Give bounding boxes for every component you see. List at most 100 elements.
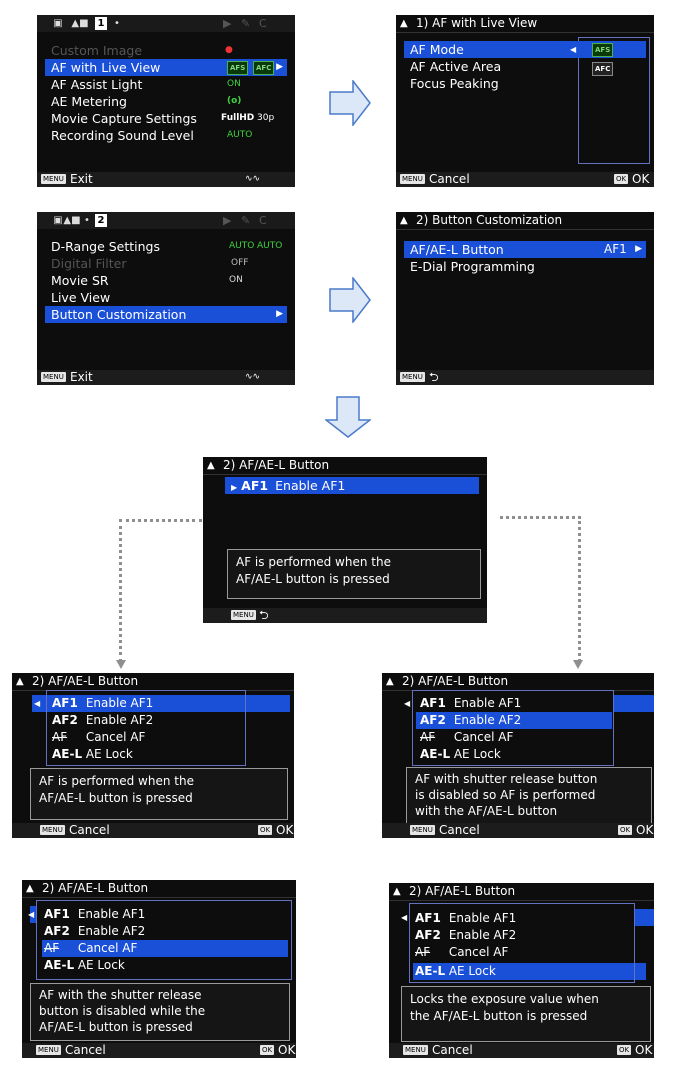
chevron-right-icon: ▶ — [276, 309, 283, 319]
ok-label[interactable]: OK — [278, 1043, 296, 1057]
option-label: Enable AF1 — [448, 911, 517, 925]
menu-item-movie-sr[interactable]: Movie SR ON — [45, 272, 287, 289]
screen-afae-option-af1: ▲ 2) AF/AE-L Button ◀ AF1 Enable AF1 AF2… — [12, 673, 294, 838]
option-ae-lock[interactable]: AE-L AE Lock — [44, 957, 125, 974]
menu-item-button-customization[interactable]: Button Customization ▶ — [45, 306, 287, 323]
menu-key: MENU — [403, 1045, 428, 1055]
ok-label[interactable]: OK — [276, 823, 294, 837]
playback-tab-icon[interactable]: ▶ — [223, 214, 232, 227]
bottom-bar: MENU ⮌ — [203, 608, 487, 623]
menu-item-d-range[interactable]: D-Range Settings AUTO AUTO — [45, 238, 287, 255]
option-af2[interactable]: AF2 Enable AF2 — [420, 712, 521, 729]
cancel-label[interactable]: Cancel — [439, 823, 480, 837]
screen-afae-option-ae-lock: ▲ 2) AF/AE-L Button ◀ AF1 Enable AF1 AF2… — [389, 883, 654, 1058]
menu-item-custom-image[interactable]: Custom Image ● — [45, 42, 287, 59]
option-af2[interactable]: AF2 Enable AF2 — [415, 927, 516, 944]
option-cancel-af[interactable]: AF Cancel AF — [420, 729, 513, 746]
option-af1[interactable]: AF1 Enable AF1 — [420, 695, 521, 712]
option-key: AE-L — [420, 747, 451, 761]
option-label: Enable AF1 — [85, 696, 154, 710]
cancel-label[interactable]: Cancel — [429, 172, 470, 186]
custom-tab-icon[interactable]: C — [259, 214, 267, 227]
menu-item-recording-sound[interactable]: Recording Sound Level AUTO — [45, 127, 287, 144]
option-af1[interactable]: AF1 Enable AF1 — [415, 910, 516, 927]
option-label: Cancel AF — [448, 945, 509, 959]
option-ae-lock[interactable]: AE-L AE Lock — [415, 963, 496, 980]
menu-item-label: Focus Peaking — [410, 76, 499, 91]
option-af1[interactable]: AF1 Enable AF1 — [52, 695, 153, 712]
menu-item-label: AF with Live View — [51, 60, 161, 75]
exit-label[interactable]: Exit — [70, 172, 93, 186]
menu-item-af1[interactable]: ▶ AF1 Enable AF1 — [225, 477, 479, 494]
setup-tab-icon[interactable]: ✎ — [241, 17, 251, 30]
connector-arrowhead-right — [573, 660, 583, 669]
camera-tab-icon[interactable]: ▣ — [53, 18, 63, 29]
menu-item-label: Movie Capture Settings — [51, 111, 197, 126]
page-title: AF/AE-L Button — [239, 458, 330, 472]
ok-label[interactable]: OK — [636, 823, 654, 837]
camera-tab-icon[interactable]: ▣ — [53, 215, 63, 226]
tab-page-1[interactable]: • — [84, 215, 90, 226]
menu-item-af-active-area[interactable]: AF Active Area — [404, 58, 570, 75]
afc-option[interactable]: AFC — [592, 62, 614, 76]
menu-item-afae-button[interactable]: AF/AE-L Button AF1 ▶ — [404, 241, 646, 258]
setup-tab-icon[interactable]: ✎ — [241, 214, 251, 227]
menu-item-digital-filter[interactable]: Digital Filter OFF — [45, 255, 287, 272]
menu-key: MENU — [41, 174, 66, 184]
afs-badge: AFS — [227, 61, 249, 75]
menu-item-live-view[interactable]: Live View — [45, 289, 287, 306]
option-cancel-af[interactable]: AF Cancel AF — [415, 944, 508, 961]
metering-icon: (o) — [227, 96, 242, 106]
tab-page-2[interactable]: 2 — [95, 214, 107, 227]
menu-item-label: Button Customization — [51, 307, 187, 322]
menu-item-label: Digital Filter — [51, 256, 127, 271]
cancel-label[interactable]: Cancel — [432, 1043, 473, 1057]
tab-page-2[interactable]: • — [114, 18, 120, 29]
shake-reduction-icon: ON — [229, 275, 243, 285]
option-key: AF2 — [52, 713, 78, 727]
cancel-label[interactable]: Cancel — [69, 823, 110, 837]
playback-tab-icon[interactable]: ▶ — [223, 17, 232, 30]
option-ae-lock[interactable]: AE-L AE Lock — [52, 746, 133, 763]
menu-item-label: Movie SR — [51, 273, 109, 288]
chevron-right-icon: ▶ — [231, 483, 238, 492]
option-af1[interactable]: AF1 Enable AF1 — [44, 906, 145, 923]
ok-label[interactable]: OK — [632, 172, 650, 186]
screen-afae-option-cancel-af: ▲ 2) AF/AE-L Button ◀ AF1 Enable AF1 AF2… — [22, 880, 296, 1058]
menu-item-focus-peaking[interactable]: Focus Peaking — [404, 75, 570, 92]
ok-label[interactable]: OK — [635, 1043, 653, 1057]
menu-item-af-mode[interactable]: AF Mode ◀ AFS — [404, 41, 646, 58]
afs-option[interactable]: AFS — [592, 43, 614, 57]
tab-page-1[interactable]: 1 — [95, 17, 107, 30]
description-line: AF is performed when the — [39, 774, 194, 788]
option-ae-lock[interactable]: AE-L AE Lock — [420, 746, 501, 763]
option-af2[interactable]: AF2 Enable AF2 — [52, 712, 153, 729]
movie-tab-icon[interactable]: ▲■ — [63, 215, 81, 226]
option-key: AE-L — [415, 964, 446, 978]
screen-button-customization: ▲ 2) Button Customization AF/AE-L Button… — [396, 212, 654, 385]
menu-item-ae-metering[interactable]: AE Metering (o) — [45, 93, 287, 110]
options-panel — [46, 690, 246, 766]
option-key: AE-L — [52, 747, 83, 761]
cancel-label[interactable]: Cancel — [65, 1043, 106, 1057]
page-title-bar: ▲ 1) AF with Live View — [396, 15, 654, 33]
exit-label[interactable]: Exit — [70, 370, 93, 384]
movie-tab-icon[interactable]: ▲■ — [71, 18, 89, 29]
description-line: AF with the shutter release — [39, 988, 202, 1002]
menu-item-e-dial[interactable]: E-Dial Programming — [404, 258, 646, 275]
custom-tab-icon[interactable]: C — [259, 17, 267, 30]
af-disabled-icon: AF — [420, 730, 436, 744]
back-arrow-icon[interactable]: ⮌ — [259, 608, 269, 622]
menu-item-af-assist-light[interactable]: AF Assist Light ON — [45, 76, 287, 93]
description-line: AF is performed when the — [236, 555, 391, 569]
option-af2[interactable]: AF2 Enable AF2 — [44, 923, 145, 940]
option-cancel-af[interactable]: AF Cancel AF — [44, 940, 137, 957]
flow-arrow-down-icon — [325, 396, 371, 438]
bottom-bar: MENU Cancel OK OK — [22, 1043, 296, 1058]
menu-item-af-live-view[interactable]: AF with Live View AFS AFC ▶ — [45, 59, 287, 76]
option-cancel-af[interactable]: AF Cancel AF — [52, 729, 145, 746]
menu-item-movie-capture[interactable]: Movie Capture Settings FullHD 30p — [45, 110, 287, 127]
chevron-left-icon: ◀ — [401, 913, 408, 922]
back-arrow-icon[interactable]: ⮌ — [429, 370, 439, 384]
movie-icon: ▲ — [386, 676, 394, 687]
